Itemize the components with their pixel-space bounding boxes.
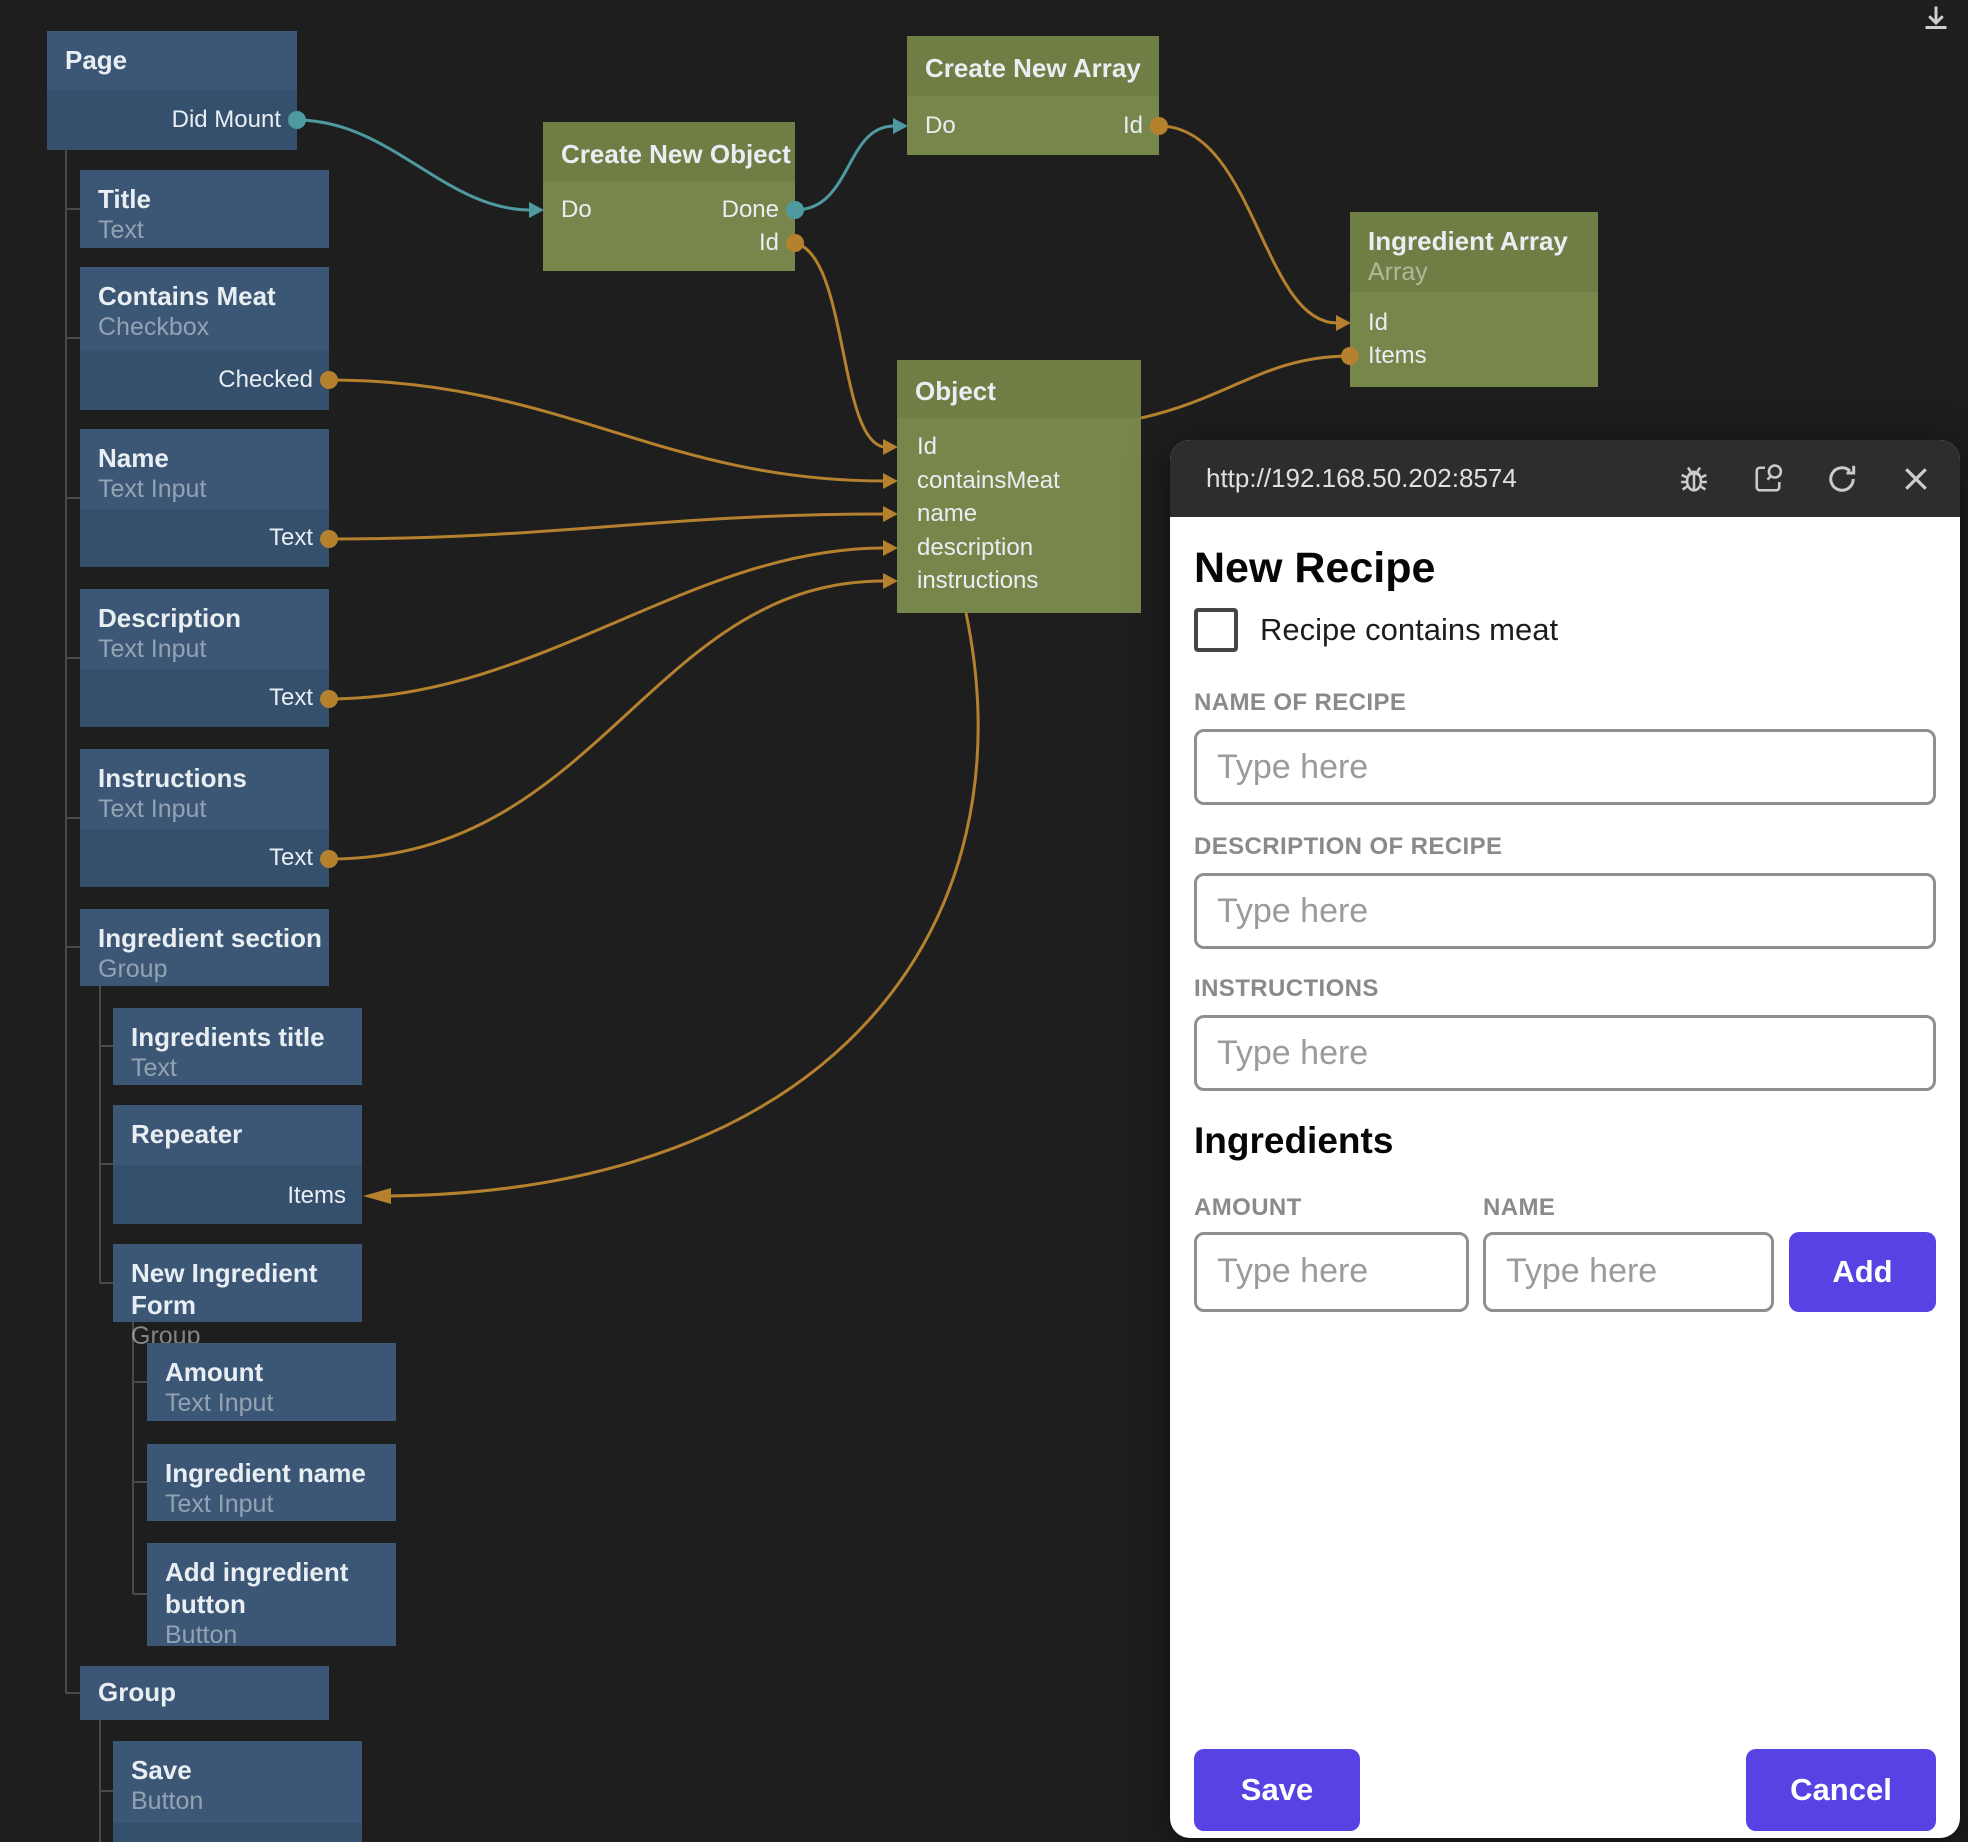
port-id[interactable]: Id: [1368, 309, 1389, 336]
node-type: Text Input: [165, 1389, 274, 1417]
node-title: Ingredient Array: [1368, 226, 1568, 256]
node-type: Text Input: [98, 635, 207, 663]
ingredient-labels-row: AMOUNT NAME: [1194, 1194, 1936, 1222]
port-id[interactable]: Id: [758, 229, 779, 256]
node-title: Contains Meat: [98, 281, 276, 311]
node-title: Page: [65, 45, 128, 75]
recipe-form: New Recipe Recipe contains meat NAME OF …: [1170, 543, 1960, 1838]
bug-icon[interactable]: [1676, 461, 1712, 497]
node-page[interactable]: Page Did Mount: [47, 31, 297, 150]
preview-toolbar: http://192.168.50.202:8574: [1170, 440, 1960, 517]
node-title: Ingredient name: [165, 1458, 366, 1488]
node-title: Name: [98, 443, 169, 473]
node-title: Save: [131, 1755, 192, 1785]
node-title: Ingredients title: [131, 1022, 325, 1052]
recipe-name-input[interactable]: [1194, 729, 1936, 805]
node-type: Text: [131, 1054, 177, 1082]
node-title: Group: [98, 1677, 176, 1707]
port-items[interactable]: Items: [287, 1182, 346, 1209]
meat-checkbox[interactable]: [1194, 608, 1238, 652]
node-type: Text: [98, 216, 144, 244]
port-name[interactable]: name: [917, 500, 978, 527]
cancel-button[interactable]: Cancel: [1746, 1749, 1936, 1831]
name-field-label: NAME OF RECIPE: [1194, 689, 1407, 716]
port-do[interactable]: Do: [561, 196, 592, 223]
preview-window: http://192.168.50.202:8574: [1170, 440, 1960, 1838]
port-contains-meat[interactable]: containsMeat: [917, 467, 1060, 494]
node-create-new-array[interactable]: Create New Array Do Id: [907, 36, 1159, 155]
node-title: Instructions: [98, 763, 247, 793]
node-repeater[interactable]: Repeater Items: [113, 1105, 362, 1224]
refresh-icon[interactable]: [1824, 461, 1860, 497]
node-ingredients-title[interactable]: Ingredients title Text: [113, 1008, 362, 1085]
node-title: Title: [98, 184, 151, 214]
port-id[interactable]: Id: [917, 433, 938, 460]
node-instructions-input[interactable]: Instructions Text Input Text: [80, 749, 329, 887]
meat-checkbox-row: Recipe contains meat: [1194, 605, 1936, 655]
download-arrow-icon[interactable]: [1918, 2, 1954, 38]
url-text[interactable]: http://192.168.50.202:8574: [1206, 463, 1517, 493]
amount-label: AMOUNT: [1194, 1193, 1302, 1221]
node-ingredient-name[interactable]: Ingredient name Text Input: [147, 1444, 396, 1521]
add-button[interactable]: Add: [1789, 1231, 1936, 1312]
node-type: Array: [1368, 258, 1428, 286]
node-type: Group: [98, 955, 168, 983]
ingredients-heading: Ingredients: [1194, 1120, 1394, 1161]
node-add-ingredient-button[interactable]: Add ingredient button Button: [147, 1543, 396, 1649]
instructions-field-label: INSTRUCTIONS: [1194, 975, 1379, 1002]
node-save[interactable]: Save Button: [113, 1741, 362, 1842]
node-title-text[interactable]: Title Text: [80, 170, 329, 248]
inspect-window-icon[interactable]: [1750, 461, 1786, 497]
recipe-instructions-input[interactable]: [1194, 1015, 1936, 1091]
port-text[interactable]: Text: [268, 684, 313, 711]
port-text[interactable]: Text: [268, 524, 313, 551]
node-name-input[interactable]: Name Text Input Text: [80, 429, 329, 567]
form-footer: Save Cancel: [1194, 1749, 1936, 1831]
ingredient-amount-input[interactable]: [1194, 1231, 1469, 1312]
node-new-ingredient-form[interactable]: New Ingredient Form Group: [113, 1244, 362, 1350]
port-do[interactable]: Do: [925, 112, 956, 139]
port-description[interactable]: description: [917, 534, 1034, 561]
node-object[interactable]: Object Id containsMeat name description …: [897, 360, 1141, 613]
node-type: Button: [131, 1787, 204, 1815]
node-title: Create New Array: [925, 53, 1141, 83]
description-field-label: DESCRIPTION OF RECIPE: [1194, 833, 1503, 860]
meat-checkbox-label: Recipe contains meat: [1260, 612, 1559, 647]
node-title: Amount: [165, 1357, 264, 1387]
name-label: NAME: [1483, 1193, 1556, 1221]
node-title: Create New Object: [561, 139, 791, 169]
node-type: Text Input: [98, 475, 207, 503]
node-title: Repeater: [131, 1119, 243, 1149]
port-id[interactable]: Id: [1122, 112, 1143, 139]
node-title: Description: [98, 603, 242, 633]
port-done[interactable]: Done: [721, 196, 779, 223]
port-did-mount[interactable]: Did Mount: [171, 106, 281, 133]
node-type: Text Input: [98, 795, 207, 823]
node-contains-meat[interactable]: Contains Meat Checkbox Checked: [80, 267, 329, 410]
node-title: Ingredient section: [98, 923, 322, 953]
node-type: Checkbox: [98, 313, 210, 341]
node-type: Text Input: [165, 1490, 274, 1518]
node-type: Button: [165, 1621, 238, 1649]
port-checked[interactable]: Checked: [218, 366, 313, 393]
page-title: New Recipe: [1194, 544, 1436, 592]
node-title: Object: [915, 376, 996, 406]
node-title: New Ingredient Form: [131, 1258, 325, 1320]
port-text[interactable]: Text: [268, 844, 313, 871]
node-title: Add ingredient button: [165, 1557, 356, 1619]
node-create-new-object[interactable]: Create New Object Do Done Id: [543, 122, 795, 271]
node-amount[interactable]: Amount Text Input: [147, 1343, 396, 1421]
save-button[interactable]: Save: [1194, 1749, 1360, 1831]
node-ingredient-array[interactable]: Ingredient Array Array Id Items: [1350, 212, 1598, 387]
node-group[interactable]: Group: [80, 1666, 329, 1720]
node-description-input[interactable]: Description Text Input Text: [80, 589, 329, 727]
close-icon[interactable]: [1898, 461, 1934, 497]
port-items[interactable]: Items: [1368, 342, 1427, 369]
node-ingredient-section[interactable]: Ingredient section Group: [80, 909, 329, 986]
ingredient-name-input[interactable]: [1483, 1231, 1774, 1312]
port-instructions[interactable]: instructions: [917, 567, 1039, 594]
ingredient-input-row: Add: [1194, 1231, 1936, 1312]
recipe-description-input[interactable]: [1194, 873, 1936, 949]
